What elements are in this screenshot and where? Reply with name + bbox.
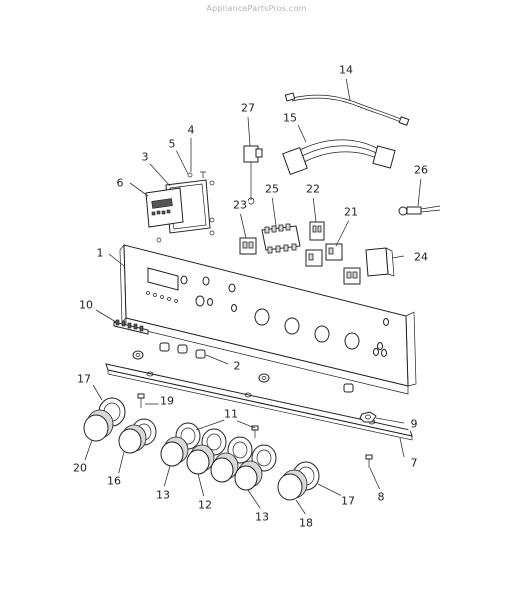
knob-20 [83, 409, 114, 442]
svg-text:13: 13 [255, 511, 269, 524]
button-strip-10 [113, 319, 149, 335]
callout-15: 15 [281, 109, 299, 127]
svg-text:21: 21 [344, 206, 358, 219]
switch-21 [305, 243, 343, 267]
bushings-2 [132, 342, 354, 393]
svg-text:4: 4 [188, 124, 195, 137]
svg-text:8: 8 [378, 491, 385, 504]
knob-bezel-right-17-18 [277, 461, 320, 501]
callout-11: 11 [222, 405, 240, 423]
callout-19: 19 [158, 392, 176, 410]
callout-25: 25 [263, 180, 281, 198]
screw-8 [365, 454, 373, 468]
callout-17-right: 17 [339, 492, 357, 510]
svg-text:3: 3 [142, 151, 149, 164]
callout-22: 22 [304, 180, 322, 198]
screw-19 [137, 393, 145, 408]
leader-lines [84, 77, 422, 516]
callout-7: 7 [406, 455, 422, 471]
control-panel-1 [119, 244, 417, 395]
svg-text:27: 27 [241, 102, 255, 115]
callout-4: 4 [183, 122, 199, 138]
svg-text:1: 1 [97, 247, 104, 260]
svg-text:19: 19 [160, 395, 174, 408]
callout-13-left: 13 [154, 486, 172, 504]
svg-text:7: 7 [411, 457, 418, 470]
knobs-13-12 [160, 436, 263, 491]
svg-text:26: 26 [414, 164, 428, 177]
switch-22 [309, 221, 325, 241]
callout-17-left: 17 [75, 370, 93, 388]
svg-text:13: 13 [156, 489, 170, 502]
callout-3: 3 [137, 149, 153, 165]
svg-text:5: 5 [169, 138, 176, 151]
callout-18: 18 [297, 514, 315, 532]
callout-16: 16 [105, 472, 123, 490]
switch-block-25 [261, 223, 301, 254]
callout-6: 6 [112, 175, 128, 191]
svg-text:6: 6 [117, 177, 124, 190]
wire-harness-15 [282, 139, 396, 176]
svg-text:18: 18 [299, 517, 313, 530]
watermark: AppliancePartsPros.com [206, 4, 307, 13]
svg-text:23: 23 [233, 199, 247, 212]
bracket-rail-7 [105, 363, 413, 441]
switch-bottom [343, 267, 361, 285]
relay-24 [365, 247, 395, 277]
svg-text:11: 11 [224, 408, 238, 421]
svg-text:20: 20 [73, 462, 87, 475]
control-board-assembly [145, 171, 215, 243]
svg-text:17: 17 [341, 495, 355, 508]
switch-23 [239, 237, 257, 255]
svg-text:25: 25 [265, 183, 279, 196]
svg-text:24: 24 [414, 251, 428, 264]
svg-text:10: 10 [79, 299, 93, 312]
callout-20: 20 [71, 459, 89, 477]
svg-text:9: 9 [411, 418, 418, 431]
svg-text:14: 14 [339, 64, 353, 77]
wire-harness-14 [284, 92, 410, 126]
callout-8: 8 [373, 489, 389, 505]
svg-text:15: 15 [283, 112, 297, 125]
callout-9: 9 [406, 416, 422, 432]
callout-5: 5 [164, 136, 180, 152]
callout-10: 10 [77, 296, 95, 314]
svg-text:12: 12 [198, 499, 212, 512]
lamp-cable-26 [398, 205, 441, 216]
callout-21: 21 [342, 203, 360, 221]
svg-text:2: 2 [234, 360, 241, 373]
callout-24: 24 [412, 248, 430, 266]
svg-text:16: 16 [107, 475, 121, 488]
sensor-27 [243, 145, 263, 205]
callout-12: 12 [196, 496, 214, 514]
callout-23: 23 [231, 196, 249, 214]
callout-14: 14 [337, 61, 355, 79]
nut-9 [359, 411, 377, 423]
callout-2: 2 [229, 358, 245, 374]
callout-26: 26 [412, 161, 430, 179]
callout-1: 1 [92, 245, 108, 261]
knob-bezel-16 [118, 418, 157, 454]
svg-text:22: 22 [306, 183, 320, 196]
callout-13-right: 13 [253, 508, 271, 526]
svg-text:17: 17 [77, 373, 91, 386]
callout-27: 27 [239, 99, 257, 117]
